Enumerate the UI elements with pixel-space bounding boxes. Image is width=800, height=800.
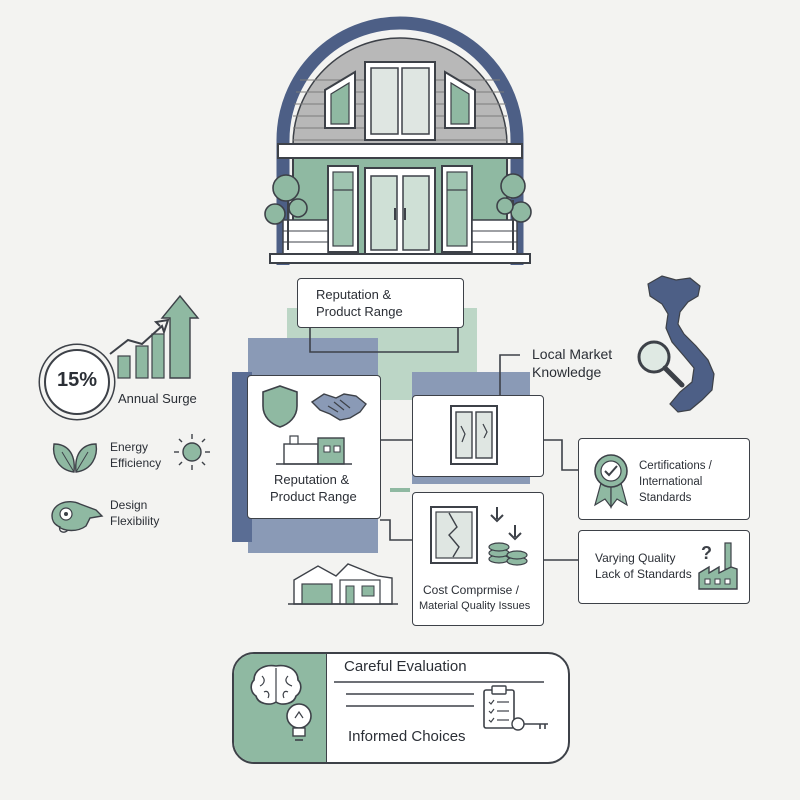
reputation-card-line1: Reputation & bbox=[274, 472, 350, 487]
design-line2: Flexibility bbox=[110, 514, 160, 528]
quality-card: Varying Quality Lack of Standards ? bbox=[578, 530, 750, 604]
sun-icon bbox=[174, 434, 210, 470]
window-card bbox=[412, 395, 544, 477]
clipboard-icon bbox=[483, 685, 515, 729]
evaluation-lines bbox=[334, 681, 544, 707]
shield-icon bbox=[262, 385, 298, 428]
top-reputation-card: Reputation & Product Range bbox=[297, 278, 464, 328]
evaluation-subtitle: Informed Choices bbox=[348, 728, 466, 745]
key-icon bbox=[511, 717, 548, 731]
window-icon bbox=[450, 405, 498, 465]
lightbulb-icon bbox=[286, 703, 312, 741]
factory-icon: ? bbox=[698, 542, 738, 590]
tree-icon bbox=[264, 174, 308, 250]
cost-card-line2: Material Quality Issues bbox=[419, 600, 531, 612]
building-icon bbox=[276, 435, 352, 465]
vietnam-map-icon bbox=[647, 275, 715, 413]
certifications-line1: Certifications / bbox=[639, 460, 712, 472]
local-market-line2: Knowledge bbox=[532, 364, 602, 380]
energy-line2: Efficiency bbox=[110, 456, 162, 470]
svg-text:?: ? bbox=[701, 543, 712, 563]
handshake-icon bbox=[310, 393, 367, 421]
evaluation-title: Careful Evaluation bbox=[344, 658, 467, 675]
certifications-line3: Standards bbox=[639, 492, 692, 504]
quality-line2: Lack of Standards bbox=[595, 567, 692, 581]
reputation-card-line2: Product Range bbox=[270, 489, 357, 504]
top-card-line1: Reputation & bbox=[316, 287, 392, 302]
local-market-line1: Local Market bbox=[532, 346, 613, 362]
certifications-card: Certifications / International Standards bbox=[578, 438, 750, 520]
coins-icon bbox=[488, 507, 528, 566]
award-ribbon-icon bbox=[594, 454, 628, 509]
reputation-card: Reputation & Product Range bbox=[247, 375, 381, 519]
cost-card-line1: Cost Comprmise / bbox=[423, 583, 520, 597]
stat-value: 15% bbox=[56, 369, 98, 391]
cost-card: Cost Comprmise / Material Quality Issues bbox=[412, 492, 544, 626]
house-icon bbox=[288, 563, 398, 605]
quality-line1: Varying Quality bbox=[595, 551, 676, 565]
leaf-icon bbox=[52, 443, 98, 473]
stat-label: Annual Surge bbox=[118, 391, 197, 406]
magnifier-icon bbox=[637, 340, 685, 388]
brain-icon bbox=[250, 664, 302, 705]
tree-icon bbox=[496, 173, 532, 250]
cracked-window-icon bbox=[430, 506, 478, 564]
certifications-line2: International bbox=[639, 476, 703, 488]
top-card-line2: Product Range bbox=[316, 304, 403, 319]
energy-line1: Energy bbox=[110, 440, 149, 454]
bar-chart-icon bbox=[109, 294, 200, 379]
chameleon-icon bbox=[51, 500, 104, 533]
design-line1: Design bbox=[110, 498, 148, 512]
stat-circle bbox=[44, 349, 110, 415]
